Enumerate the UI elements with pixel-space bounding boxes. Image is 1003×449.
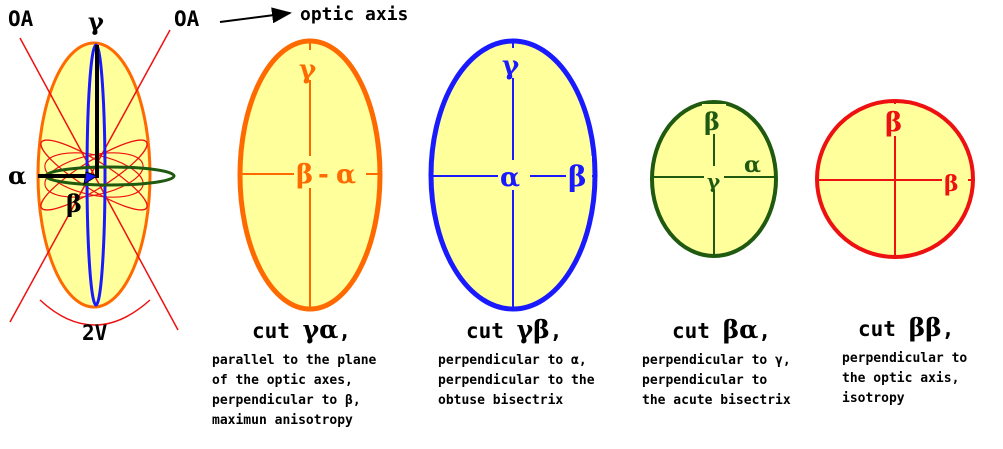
gamma-label: γ [88,7,104,36]
gamma-label: γ [707,169,721,193]
caption-line: the acute bisectrix [642,393,791,408]
caption-title: cut γα, [252,315,351,344]
alpha-label: α [744,152,761,178]
alpha-label: α [500,163,520,193]
two-v-arc [39,299,151,326]
gamma-label: γ [502,51,520,81]
caption-line: perpendicular to the [438,373,595,388]
label-backing-alpha [742,156,768,174]
section-beta-beta: β β [815,99,975,259]
caption-line: the optic axis, [842,371,959,386]
beta-axis-arrow [83,171,99,186]
caption-line: perpendicular to α, [438,353,587,368]
caption-title: cut γβ, [466,315,562,344]
beta-label: β [704,107,720,136]
caption-title: cut βα, [672,315,771,344]
two-v-label: 2V [82,321,108,345]
alpha-label: α [336,160,356,190]
caption-line: isotropy [842,391,905,406]
label-backing-right [942,168,968,194]
caption-line: perpendicular to [642,373,767,388]
caption-beta-beta: cut ββ, perpendicular to the optic axis,… [842,313,967,406]
caption-gamma-beta: cut γβ, perpendicular to α, perpendicula… [438,315,595,408]
caption-title: cut ββ, [858,313,954,342]
circular-section-3 [44,152,144,198]
alpha-label: α [8,161,26,190]
caption-line: of the optic axes, [212,373,353,388]
oa-label-left: OA [8,7,34,31]
label-backing-beta [702,104,726,134]
caption-line: parallel to the plane [212,353,377,368]
caption-line: perpendicular to γ, [642,353,791,368]
caption-line: maximun anisotropy [212,413,353,428]
beta-label: β [296,160,313,190]
optic-axis-label: optic axis [300,4,408,25]
label-backing-gamma [704,166,724,190]
caption-line: perpendicular to [842,351,967,366]
label-backing-top [883,104,909,136]
gamma-label: γ [299,55,317,85]
label-backing-top [298,50,322,80]
beta-label: β [885,108,902,138]
label-backing-top [502,48,526,78]
caption-beta-alpha: cut βα, perpendicular to γ, perpendicula… [642,315,791,408]
optic-axis-legend: optic axis [219,4,408,25]
beta-label: β [944,171,959,197]
section-beta-alpha: β γ α [650,100,778,258]
caption-gamma-alpha: cut γα, parallel to the plane of the opt… [212,315,377,428]
oa-label-right: OA [174,7,200,31]
section-gamma-beta: γ α β [428,38,598,312]
section-gamma-alpha: γ β - α [237,38,383,312]
label-backing [498,160,530,190]
label-backing-right [566,156,592,190]
indicatrix-figure: OA OA γ α β 2V [8,7,200,345]
label-backing [294,156,366,188]
caption-line: obtuse bisectrix [438,393,563,408]
legend-arrow [219,7,292,24]
dash-label: - [318,160,329,190]
beta-label: β [66,189,82,218]
caption-line: perpendicular to β, [212,393,361,408]
beta-label: β [568,160,587,193]
